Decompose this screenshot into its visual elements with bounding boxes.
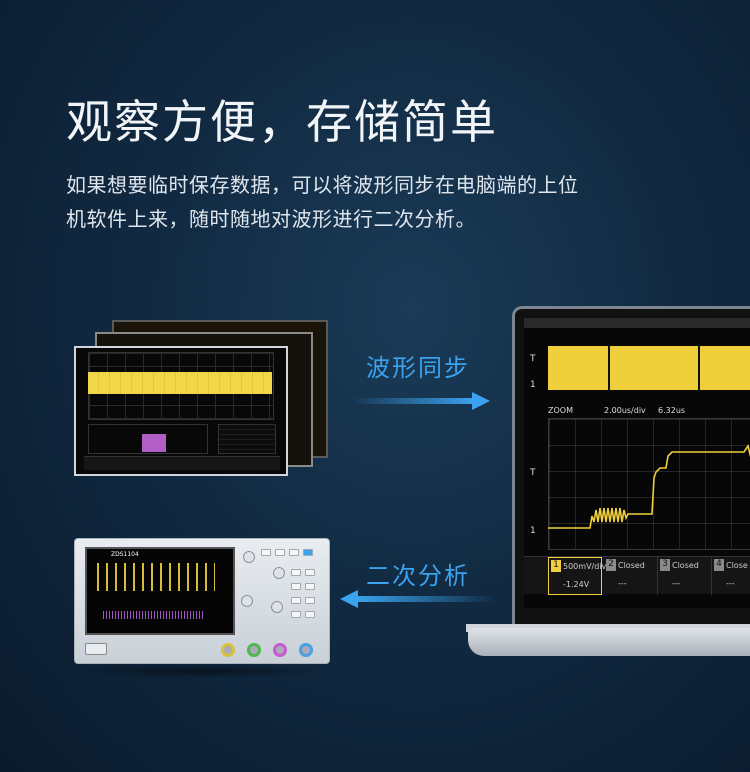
- device-waveform: [97, 563, 215, 591]
- timebase-readout: 2.00us/div: [604, 406, 646, 415]
- device-button: [305, 583, 315, 590]
- description: 如果想要临时保存数据，可以将波形同步在电脑端的上位 机软件上来，随时随地对波形进…: [66, 168, 686, 236]
- waveform-gap: [698, 346, 700, 390]
- channel-2-number: 2: [606, 559, 616, 571]
- channel-marker-top: 1: [530, 380, 536, 390]
- laptop-screen: T 1 ZOOM 2.00us/div 6.32us T 1 1 500mV/d…: [524, 318, 750, 608]
- channel-4-cell[interactable]: 4 Close ---: [712, 557, 750, 595]
- device-model: ZDS1104: [111, 551, 139, 558]
- sync-label: 波形同步: [366, 354, 470, 382]
- analysis-label: 二次分析: [366, 562, 470, 590]
- channel-1-scale: 500mV/div: [563, 562, 607, 571]
- trigger-marker-zoom: T: [530, 468, 536, 478]
- device-button: [291, 569, 301, 576]
- laptop-base: [468, 628, 750, 656]
- channel-4-offset: ---: [726, 579, 735, 588]
- channel-bar: 1 500mV/div -1.24V 2 Closed --- 3 Closed…: [524, 556, 750, 595]
- trigger-marker-top: T: [530, 354, 536, 364]
- device-button: [291, 583, 301, 590]
- knob: [273, 567, 285, 579]
- channel-port-2: [247, 643, 261, 657]
- zoomed-waveform: [548, 444, 750, 529]
- knob: [243, 551, 255, 563]
- arrow-right-icon: [352, 392, 490, 410]
- channel-3-scale: Closed: [672, 561, 699, 570]
- description-line-1: 如果想要临时保存数据，可以将波形同步在电脑端的上位: [66, 173, 579, 197]
- device-shadow: [72, 664, 332, 678]
- channel-4-scale: Close: [726, 561, 748, 570]
- channel-3-offset: ---: [672, 579, 681, 588]
- fft-peak: [142, 434, 166, 452]
- channel-3-number: 3: [660, 559, 670, 571]
- software-toolbar: [524, 318, 750, 328]
- channel-1-offset: -1.24V: [563, 580, 590, 589]
- device-button: [305, 569, 315, 576]
- description-line-2: 机软件上来，随时随地对波形进行二次分析。: [66, 207, 476, 231]
- channel-port-1: [221, 643, 235, 657]
- overview-waveform: [548, 346, 750, 390]
- channel-port-4: [299, 643, 313, 657]
- device-fft: [103, 611, 203, 619]
- knob: [271, 601, 283, 613]
- offset-readout: 6.32us: [658, 406, 686, 415]
- channel-marker-zoom: 1: [530, 526, 536, 536]
- device-button: [305, 611, 315, 618]
- device-button: [289, 549, 299, 556]
- waveform-screenshot-front: [74, 346, 288, 476]
- channel-1-cell[interactable]: 1 500mV/div -1.24V: [548, 557, 606, 595]
- oscilloscope-device: ZDS1104: [74, 538, 330, 664]
- channel-1-number: 1: [551, 560, 561, 572]
- channel-2-cell[interactable]: 2 Closed ---: [604, 557, 658, 595]
- measurement-table: [218, 424, 276, 454]
- device-button: [303, 549, 313, 556]
- yellow-waveform: [88, 372, 272, 394]
- device-screen: ZDS1104: [85, 547, 235, 635]
- fft-panel: [88, 424, 208, 454]
- zoom-label: ZOOM: [548, 406, 573, 415]
- device-button: [275, 549, 285, 556]
- channel-port-3: [273, 643, 287, 657]
- channel-2-scale: Closed: [618, 561, 645, 570]
- knob: [241, 595, 253, 607]
- power-button: [85, 643, 107, 655]
- device-button: [261, 549, 271, 556]
- channel-status-bar: [84, 456, 280, 470]
- device-button: [305, 597, 315, 604]
- device-button: [291, 597, 301, 604]
- waveform-gap: [608, 346, 610, 390]
- channel-3-cell[interactable]: 3 Closed ---: [658, 557, 712, 595]
- channel-4-number: 4: [714, 559, 724, 571]
- arrow-left-icon: [340, 590, 496, 608]
- channel-2-offset: ---: [618, 579, 627, 588]
- device-button: [291, 611, 301, 618]
- headline: 观察方便，存储简单: [66, 95, 498, 149]
